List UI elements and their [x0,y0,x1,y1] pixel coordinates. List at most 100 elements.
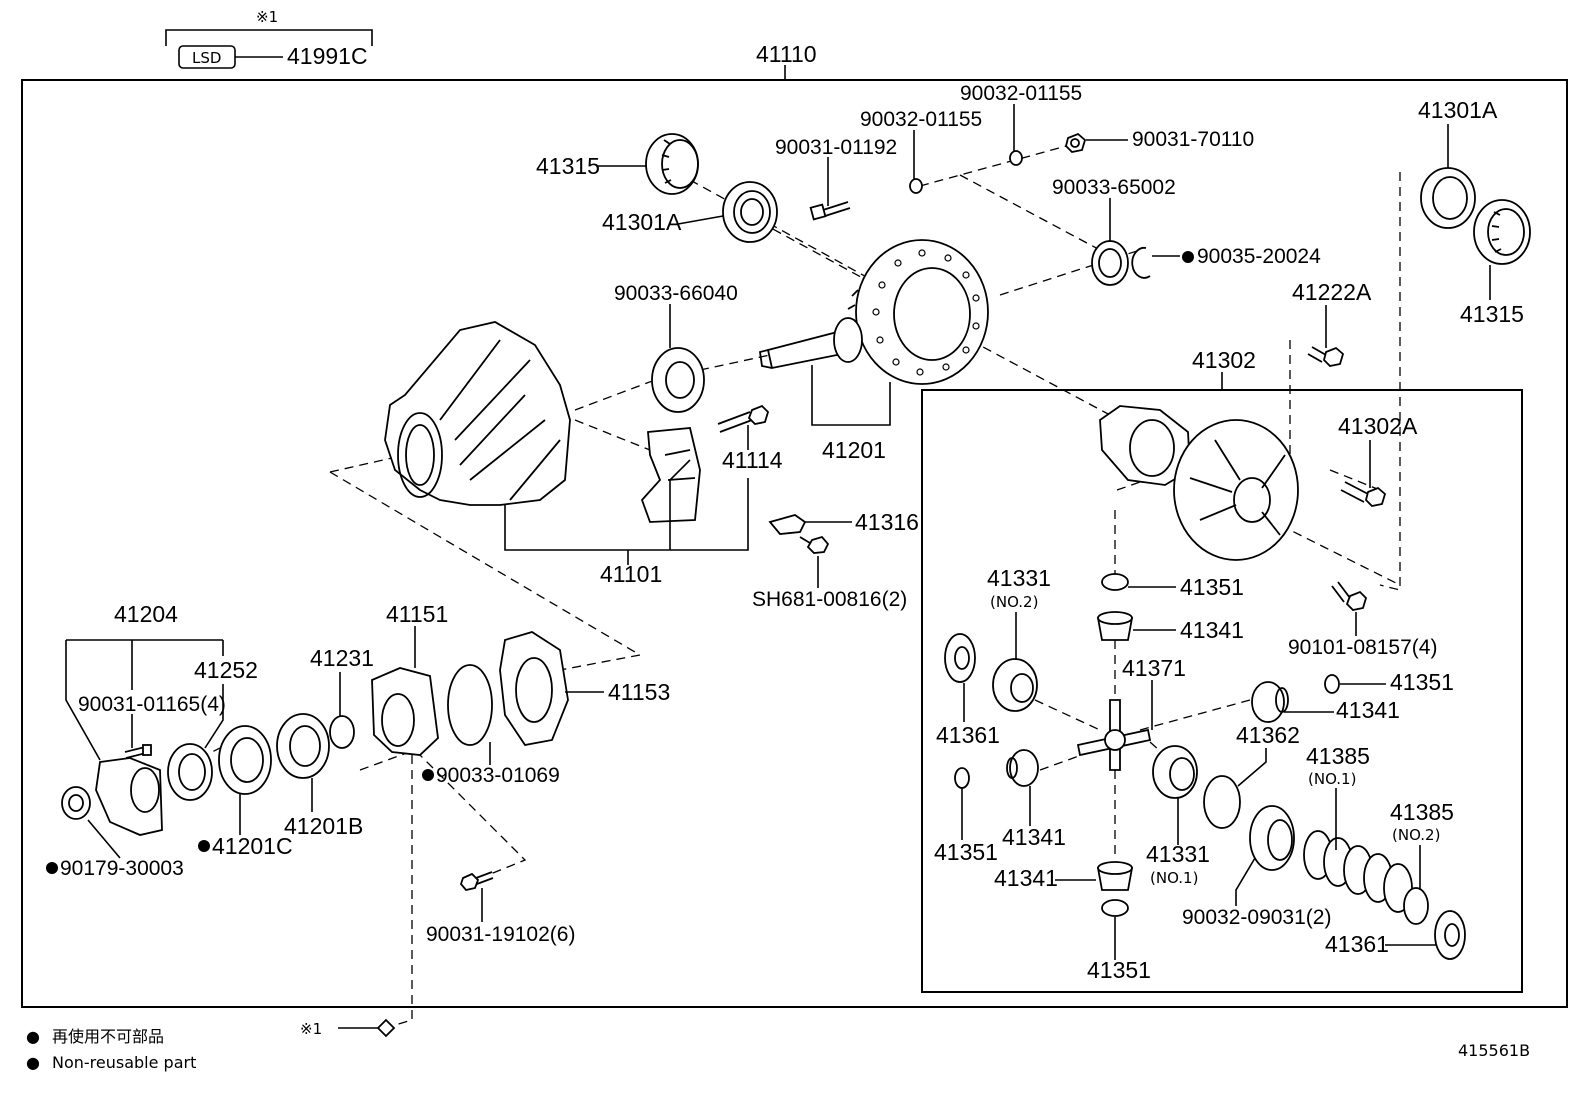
label-41153[interactable]: 41153 [608,679,670,705]
label-41331-top-sub[interactable]: (NO.2) [990,593,1038,611]
bearing-cap-41101-shape[interactable] [640,427,701,523]
snap-ring-90035-20024-shape[interactable] [1131,246,1151,279]
bolt-90031-01165-shape[interactable] [124,744,152,759]
label-41351-d[interactable]: 41351 [1087,957,1151,983]
label-41341-d[interactable]: 41341 [994,865,1058,891]
label-41316[interactable]: 41316 [855,509,919,535]
bolt-41114-shape[interactable] [717,404,770,433]
label-41385-b[interactable]: 41385 [1390,799,1454,825]
label-41331-bot[interactable]: 41331 [1146,841,1210,867]
bearing-41301A-left-shape[interactable] [722,181,778,243]
bearing-cup-41315-left-shape[interactable] [645,133,699,195]
washer-41351-d-shape[interactable] [1101,899,1129,917]
gasket-90033-01069-shape[interactable] [447,664,493,746]
label-90033-66040[interactable]: 90033-66040 [614,282,738,305]
ring-gear-41201-shape[interactable] [847,239,989,385]
label-41341-b[interactable]: 41341 [1336,697,1400,723]
label-41315-left[interactable]: 41315 [536,153,600,179]
label-90032-09031[interactable]: 90032-09031(2) [1182,906,1331,929]
label-41385-a[interactable]: 41385 [1306,743,1370,769]
bolt-90031-19102-shape[interactable] [459,871,494,891]
clutch-plates-41385-shape[interactable] [1249,805,1429,925]
label-41361-b[interactable]: 41361 [1325,931,1389,957]
bracket-41316-shape[interactable] [768,514,807,535]
assembly-label[interactable]: 41110 [756,41,817,67]
label-41252[interactable]: 41252 [194,657,258,683]
label-41385-a-sub[interactable]: (NO.1) [1308,770,1356,788]
pinion-gear-41341-c-shape[interactable] [1006,749,1039,787]
label-41204[interactable]: 41204 [114,601,178,627]
label-90101-08157[interactable]: 90101-08157(4) [1288,636,1437,659]
label-41371[interactable]: 41371 [1122,655,1186,681]
retainer-41151-shape[interactable] [371,667,439,756]
bolt-90101-08157-shape[interactable] [1331,581,1368,611]
nut-90031-70110-shape[interactable] [1065,132,1087,153]
label-41231[interactable]: 41231 [310,645,374,671]
gasket-41153-shape[interactable] [499,631,569,746]
thrust-washer-41362-shape[interactable] [1203,775,1241,829]
label-90032-01155-a[interactable]: 90032-01155 [860,108,982,131]
carrier-housing-41101-shape[interactable] [384,321,571,506]
thrust-washer-41361-a-shape[interactable] [944,633,976,683]
label-41991C[interactable]: 41991C [287,43,368,69]
spacer-41231-shape[interactable] [329,715,355,749]
nut-90179-30003-shape[interactable] [61,786,91,820]
pinion-shaft-41371-shape[interactable] [1076,699,1152,771]
label-41301A-right[interactable]: 41301A [1418,97,1498,123]
label-41201C[interactable]: 41201C [212,833,293,859]
label-90179-30003[interactable]: 90179-30003 [60,857,184,880]
side-gear-41331-no2-shape[interactable] [992,658,1038,712]
pinion-gear-41341-d-shape[interactable] [1096,861,1134,891]
label-41341-a[interactable]: 41341 [1180,617,1244,643]
label-41114[interactable]: 41114 [722,447,783,473]
bearing-cup-41315-right-shape[interactable] [1473,199,1531,265]
label-SH681-00816[interactable]: SH681-00816(2) [752,588,907,611]
bolt-90031-01192-shape[interactable] [809,201,851,221]
companion-flange-41204-shape[interactable] [95,757,163,836]
label-41385-b-sub[interactable]: (NO.2) [1392,826,1440,844]
oil-seal-41201C-shape[interactable] [218,725,272,795]
bolt-41302A-shape[interactable] [1340,481,1387,507]
diff-case-flange-shape[interactable] [1173,419,1299,561]
label-90033-01069[interactable]: 90033-01069 [436,764,560,787]
washer-41351-b-shape[interactable] [1324,674,1340,694]
label-41101[interactable]: 41101 [600,561,662,587]
label-41351-a[interactable]: 41351 [1180,574,1244,600]
bolt-41222A-shape[interactable] [1307,346,1345,367]
label-41331-bot-sub[interactable]: (NO.1) [1150,869,1198,887]
label-41331-top[interactable]: 41331 [987,565,1051,591]
label-90031-01192[interactable]: 90031-01192 [775,136,897,159]
bearing-41301A-right-shape[interactable] [1420,167,1476,229]
label-41362[interactable]: 41362 [1236,722,1300,748]
washer-90032-01155-b-shape[interactable] [1009,150,1023,166]
label-90031-01165[interactable]: 90031-01165(4) [78,693,226,716]
label-41222A[interactable]: 41222A [1292,279,1372,305]
washer-41351-c-shape[interactable] [954,767,970,789]
label-90033-65002[interactable]: 90033-65002 [1052,176,1176,199]
pinion-gear-41341-b-shape[interactable] [1251,681,1289,723]
washer-90032-01155-a-shape[interactable] [909,178,923,194]
bearing-90033-65002-shape[interactable] [1091,240,1129,286]
pinion-gear-41341-a-shape[interactable] [1096,611,1134,641]
label-41201[interactable]: 41201 [822,437,886,463]
label-90035-20024[interactable]: 90035-20024 [1197,245,1321,268]
label-41341-c[interactable]: 41341 [1002,824,1066,850]
label-41361-a[interactable]: 41361 [936,722,1000,748]
bolt-SH681-shape[interactable] [799,535,830,554]
label-90031-70110[interactable]: 90031-70110 [1132,128,1254,151]
label-41315-right[interactable]: 41315 [1460,301,1524,327]
subassembly-label[interactable]: 41302 [1192,347,1256,373]
label-41302A[interactable]: 41302A [1338,413,1418,439]
label-41351-b[interactable]: 41351 [1390,669,1454,695]
label-41201B[interactable]: 41201B [284,813,363,839]
label-41351-c[interactable]: 41351 [934,839,998,865]
washer-41351-a-shape[interactable] [1101,573,1129,591]
bearing-41201B-shape[interactable] [276,713,330,779]
label-41301A-left[interactable]: 41301A [602,209,682,235]
deflector-41252-shape[interactable] [167,743,213,801]
label-90032-01155-b[interactable]: 90032-01155 [960,82,1082,105]
label-90031-19102[interactable]: 90031-19102(6) [426,923,575,946]
bearing-90033-66040-shape[interactable] [651,347,705,413]
side-gear-41331-no1-shape[interactable] [1152,745,1198,799]
thrust-washer-41361-b-shape[interactable] [1434,910,1466,960]
